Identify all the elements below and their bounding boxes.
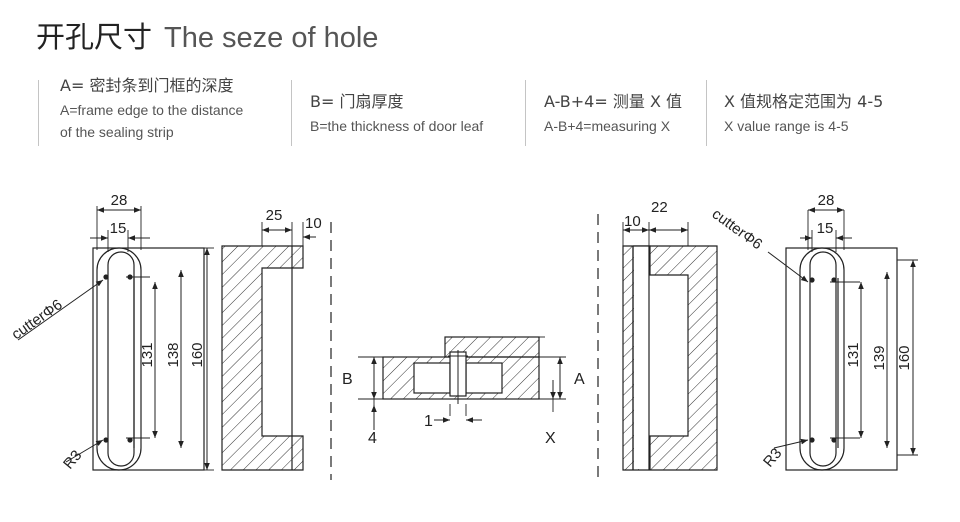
legend-item-range: X 值规格定范围为 4-5 X value range is 4-5 (724, 92, 883, 162)
center-label-a: A (574, 371, 585, 388)
legend-range-en: X value range is 4-5 (724, 118, 849, 134)
center-label-1: 1 (424, 413, 433, 430)
legend-x-en: A-B+4=measuring X (544, 118, 671, 134)
left-label-15: 15 (110, 220, 127, 237)
center-section-view (358, 336, 566, 430)
left-section-label-10: 10 (305, 215, 322, 232)
legend-b-cn: B= 门扇厚度 (310, 92, 404, 111)
center-label-x: X (545, 430, 556, 447)
legend-x-cn: A-B+4= 测量 X 值 (544, 92, 682, 111)
center-frame-top (444, 336, 540, 358)
right-label-28: 28 (818, 192, 835, 209)
left-label-28: 28 (111, 192, 128, 209)
title-chinese: 开孔尺寸 (36, 20, 153, 54)
left-label-138: 138 (165, 342, 182, 367)
left-label-r3: R3 (60, 447, 85, 473)
right-section-view (597, 214, 718, 482)
legend-item-x: A-B+4= 测量 X 值 A-B+4=measuring X (544, 92, 682, 162)
left-label-cutter: cutterΦ6 (9, 296, 66, 343)
left-mortise-frame (92, 247, 205, 471)
left-mortise-view (17, 206, 214, 471)
legend-divider (525, 80, 526, 146)
right-cutter-leader (767, 251, 809, 283)
legend-item-b: B= 门扇厚度 B=the thickness of door leaf (310, 92, 483, 162)
center-hinge-left (413, 362, 451, 394)
left-section-body (221, 245, 304, 471)
legend-a-en-1: A=frame edge to the distance (60, 102, 244, 118)
legend-divider (38, 80, 39, 146)
right-mortise-frame (785, 247, 898, 471)
left-section-view (221, 222, 332, 480)
right-label-r3: R3 (760, 445, 785, 471)
page-title: 开孔尺寸 The seze of hole (36, 14, 378, 58)
right-section-label-22: 22 (651, 199, 668, 216)
left-label-131: 131 (139, 342, 156, 367)
right-label-131: 131 (845, 342, 862, 367)
left-label-160: 160 (189, 342, 206, 367)
legend-divider (291, 80, 292, 146)
title-english: The seze of hole (164, 22, 379, 54)
legend-a-cn: A= 密封条到门框的深度 (60, 76, 234, 95)
right-r3-leader (773, 438, 809, 449)
left-cutter-leader (17, 279, 104, 341)
legend-a-en-2: of the sealing strip (60, 124, 174, 140)
center-label-b: B (342, 371, 353, 388)
right-mortise-inner-slot (809, 251, 837, 467)
legend-range-cn: X 值规格定范围为 4-5 (724, 92, 884, 111)
right-label-160: 160 (896, 345, 913, 370)
left-section-label-25: 25 (266, 207, 283, 224)
right-mortise-slot (799, 247, 845, 471)
right-section-label-10: 10 (624, 213, 641, 230)
right-mortise-view (767, 207, 918, 471)
left-mortise-slot (96, 247, 142, 471)
legend-b-en: B=the thickness of door leaf (310, 118, 484, 134)
left-mortise-inner-slot (107, 251, 135, 467)
left-r3-leader (65, 439, 104, 463)
center-hinge-right (465, 362, 503, 394)
legend-divider (706, 80, 707, 146)
right-label-15: 15 (817, 220, 834, 237)
legend-panel: A= 密封条到门框的深度 A=frame edge to the distanc… (0, 76, 960, 146)
right-label-139: 139 (871, 345, 888, 370)
legend-item-a: A= 密封条到门框的深度 A=frame edge to the distanc… (60, 76, 243, 146)
center-label-4: 4 (368, 430, 377, 447)
